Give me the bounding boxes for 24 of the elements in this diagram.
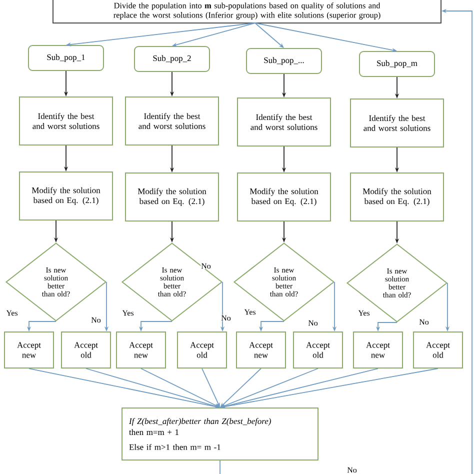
subpopulation-box: Sub_pop_2 (134, 46, 210, 72)
process-box: Accept new (116, 332, 166, 368)
process-box: Accept old (293, 332, 343, 368)
arrow (220, 368, 262, 408)
process-box: Modify the solution based on Eq. (2.1) (125, 172, 219, 222)
process-box: If Z(best_after)better than Z(best_before) then m=m + 1 Else if m>1 then m= m -1 (122, 408, 318, 460)
subpopulation-box: Sub_pop_m (359, 51, 435, 77)
process-box: Identify the best and worst solutions (19, 96, 113, 146)
process-box: Divide the population into m sub-populations based on quality of solutions and replace the worst solutions (Inferior group) with elite solutions (superior group) (52, 0, 442, 24)
process-box: Modify the solution based on Eq. (2.1) (19, 172, 113, 220)
process-box: Identify the best and worst solutions (237, 98, 331, 146)
process-box: Identify the best and worst solutions (350, 98, 444, 148)
process-box: Accept new (353, 332, 403, 368)
process-box: Accept old (413, 332, 463, 368)
process-box: Identify the best and worst solutions (125, 96, 219, 146)
process-box: Accept old (61, 332, 111, 368)
subpopulation-box: Sub_pop_... (246, 48, 322, 74)
subpopulation-box: Sub_pop_1 (28, 45, 104, 71)
process-box: Modify the solution based on Eq. (2.1) (237, 172, 331, 222)
process-box: Accept new (236, 332, 286, 368)
process-box: Accept old (177, 332, 227, 368)
process-box: Modify the solution based on Eq. (2.1) (350, 172, 444, 222)
arrow (254, 22, 284, 48)
process-box: Accept new (4, 332, 54, 368)
